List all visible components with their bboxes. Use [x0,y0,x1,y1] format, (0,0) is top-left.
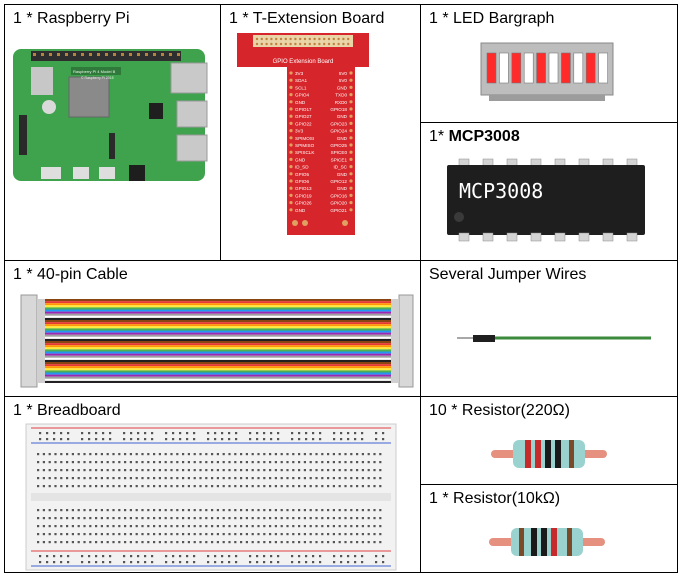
ext-pin-label: GPIO16 [330,193,347,198]
cell-breadboard: 1 * Breadboard [4,396,421,573]
ext-pin-label: TXD0 [335,93,347,98]
svg-text:© Raspberry Pi 2018: © Raspberry Pi 2018 [81,76,114,80]
led-bargraph-image [480,42,614,101]
ext-pin-label: GPIO4 [295,93,309,98]
cable-image [20,294,414,388]
ext-pin-label: RXD0 [335,100,348,105]
ext-pin-label: SPIMISO [295,143,315,148]
ext-pin-label: SPICE1 [331,157,348,162]
ext-pin-label: GPIO18 [330,107,347,112]
ext-pin-label: GND [337,136,348,141]
ext-pin-label: GPIO23 [330,121,347,126]
ext-pin-label: 5V0 [339,78,348,83]
mcp3008-image: MCP3008 [447,158,645,242]
t-extension-image: GPIO Extension Board 3V3SDA1SCL1GPIO4GND… [237,33,369,235]
resistor-10k-label: 1 * Resistor(10kΩ) [429,490,561,507]
ext-pin-label: SPICE0 [331,150,348,155]
cell-t-extension: 1 * T-Extension Board GPIO Extension Boa… [220,4,421,261]
ext-pin-label: SPIMOSI [295,136,314,141]
mcp3008-label: 1* MCP3008 [429,128,520,145]
cell-mcp3008: 1* MCP3008 MCP3008 [420,122,678,261]
ext-pin-label: GPIO19 [295,193,312,198]
ext-pin-label: GPIO17 [295,107,312,112]
ext-pin-label: GND [337,186,348,191]
resistor-220-label: 10 * Resistor(220Ω) [429,402,570,419]
ext-pin-label: GPIO26 [295,201,312,206]
ext-pin-label: GND [337,172,348,177]
t-extension-board-title: GPIO Extension Board [273,59,334,65]
raspberry-pi-board-text: Raspberry Pi 4 Model B [73,69,116,74]
ext-pin-label: GPIO5 [295,172,309,177]
ext-pin-label: GPIO20 [330,201,347,206]
breadboard-image [25,423,397,571]
ext-pin-label: GND [337,85,348,90]
ext-pin-label: SCL1 [295,85,307,90]
t-extension-label: 1 * T-Extension Board [229,10,385,27]
breadboard-label: 1 * Breadboard [13,402,121,419]
ext-pin-label: ID_SD [295,165,309,170]
resistor-10k-image [489,528,605,556]
led-bargraph-label: 1 * LED Bargraph [429,10,555,27]
resistor-220-image [491,440,607,468]
ext-pin-label: 3V3 [295,71,304,76]
ext-pin-label: GND [337,114,348,119]
cell-jumper-wires: Several Jumper Wires [420,260,678,399]
jumper-wire-image [457,335,651,342]
cable-label: 1 * 40-pin Cable [13,266,128,283]
ext-pin-label: GND [295,100,306,105]
ext-pin-label: GPIO27 [295,114,312,119]
cell-resistor-220: 10 * Resistor(220Ω) [420,396,678,485]
ext-pin-label: GPIO13 [295,186,312,191]
cell-40pin-cable: 1 * 40-pin Cable [4,260,421,399]
ext-pin-label: SPISCLK [295,150,315,155]
ext-pin-label: GPIO6 [295,179,309,184]
cell-led-bargraph: 1 * LED Bargraph [420,4,678,123]
ext-pin-label: SDA1 [295,78,307,83]
raspberry-pi-label: 1 * Raspberry Pi [13,10,130,27]
mcp3008-chip-text: MCP3008 [459,179,543,203]
ext-pin-label: GND [295,157,306,162]
ext-pin-label: GPIO25 [330,143,347,148]
cell-resistor-10k: 1 * Resistor(10kΩ) [420,484,678,573]
raspberry-pi-image: Raspberry Pi 4 Model B © Raspberry Pi 20… [13,49,208,181]
ext-pin-label: ID_SC [333,165,347,170]
ext-pin-label: 3V3 [295,129,304,134]
ext-pin-label: GND [295,208,306,213]
ext-pin-label: GPIO12 [330,179,347,184]
ext-pin-label: 5V0 [339,71,348,76]
ext-pin-label: GPIO22 [295,121,312,126]
cell-raspberry-pi: 1 * Raspberry Pi Raspberry Pi 4 Model B … [4,4,221,261]
ext-pin-label: GPIO24 [330,129,347,134]
ext-pin-label: GPIO21 [330,208,347,213]
jumper-wires-label: Several Jumper Wires [429,266,587,283]
